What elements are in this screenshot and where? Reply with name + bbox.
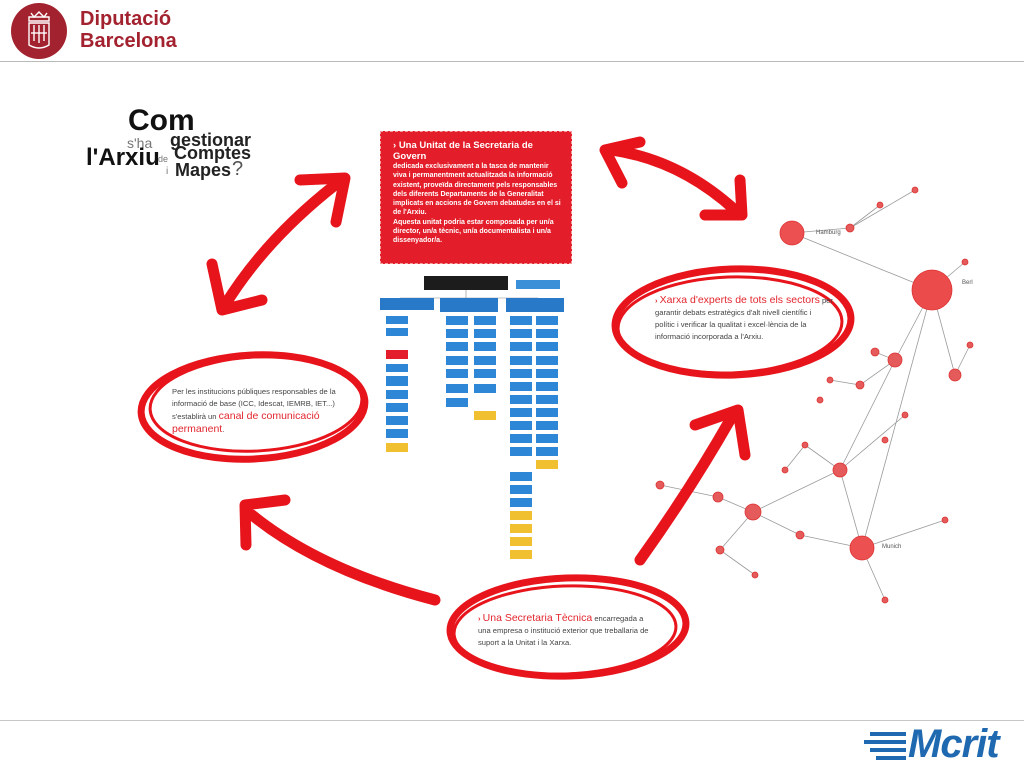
arrow-top-left [219, 179, 341, 311]
expert-network [659, 189, 971, 601]
slide-title: Com s'ha gestionar l'Arxiu de Comptes i … [82, 106, 272, 181]
left-note: Per les institucions públiques responsab… [172, 387, 336, 435]
arrow-bottom-left [246, 509, 441, 606]
left-note-highlight: canal de comunicació permanent [172, 410, 320, 435]
title-sha: s'ha [127, 135, 153, 151]
title-arxiu: l'Arxiu [86, 144, 160, 171]
footer-divider [0, 720, 1024, 721]
left-note-text: Per les institucions públiques responsab… [172, 387, 336, 421]
bottom-note-highlight: Una Secretaria Tècnica [482, 612, 593, 624]
right-note-highlight: Xarxa d'experts de tots els sectors [659, 294, 820, 306]
title-com: Com [128, 104, 195, 137]
chevron-right-icon: › [478, 614, 481, 623]
title-de: de [158, 154, 169, 164]
title-mapes: Mapes [175, 160, 232, 180]
brand-line-2: Barcelona [80, 30, 177, 52]
unitat-highlight: Una Unitat de la Secretaria de Govern [393, 140, 533, 162]
title-question: ? [232, 158, 244, 180]
bottom-note-text: encarregada a una empresa o institució e… [478, 614, 649, 647]
org-chart [378, 276, 568, 560]
network-label-munich: Munich [882, 544, 902, 550]
mcrit-lines-icon [864, 732, 906, 760]
title-comptes: Comptes [174, 143, 252, 163]
unitat-extra: Aquesta unitat podria estar composada pe… [393, 218, 554, 245]
bottom-circle [446, 574, 690, 680]
org-chart-graphic [380, 276, 564, 559]
unitat-box: › Una Unitat de la Secretaria de Govern … [380, 131, 572, 264]
right-note: › Xarxa d'experts de tots els sectors pe… [655, 294, 833, 343]
unitat-body: dedicada exclusivament a la tasca de man… [393, 163, 561, 217]
network-nodes [655, 186, 974, 604]
header-divider [0, 61, 1024, 62]
title-gestionar: gestionar [170, 130, 252, 150]
mcrit-brand: Mcrit [908, 722, 1000, 766]
mcrit-logo: Mcrit [862, 722, 1022, 768]
chevron-right-icon: › [655, 296, 658, 305]
right-note-text: per garantir debats estratègics d'alt ni… [655, 296, 833, 341]
brand-line-1: Diputació [80, 8, 172, 30]
left-circle [137, 351, 369, 463]
network-label-hamburg: Hamburg [816, 230, 841, 236]
title-i: i [166, 166, 169, 177]
diagram-canvas [137, 136, 974, 680]
diputacio-logo [11, 3, 67, 59]
bottom-note: › Una Secretaria Tècnica encarregada a u… [478, 612, 656, 649]
brand-name: Diputació Barcelona [80, 8, 177, 52]
header: Diputació Barcelona [0, 0, 1024, 62]
right-circle [611, 265, 855, 379]
chevron-right-icon: › [393, 140, 397, 151]
arrow-bottom-right [634, 414, 736, 566]
arrow-top-right [606, 144, 741, 216]
network-label-berl: Berl [962, 280, 973, 286]
